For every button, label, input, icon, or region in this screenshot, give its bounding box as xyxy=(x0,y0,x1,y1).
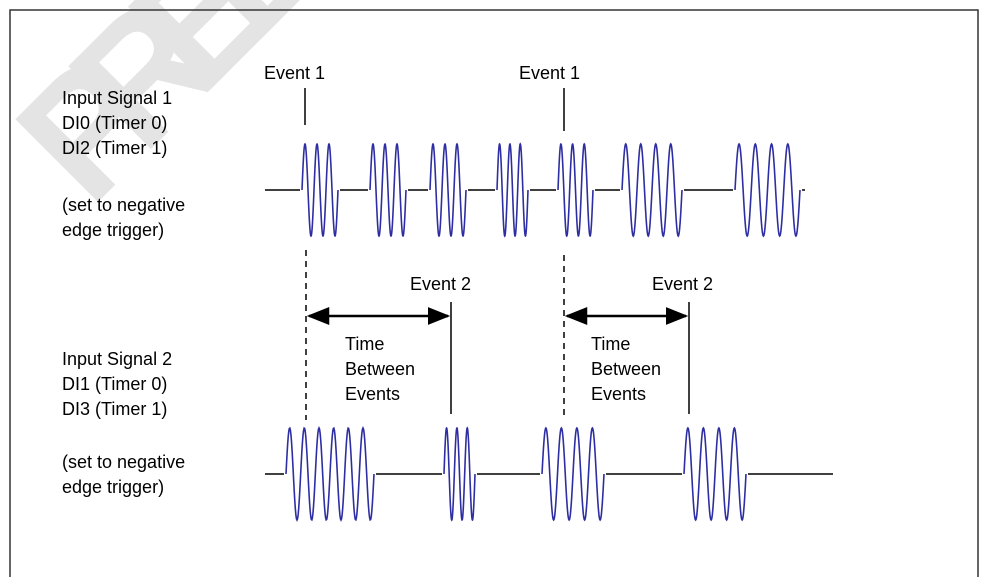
signal2-label-block: Input Signal 2 DI1 (Timer 0) DI3 (Timer … xyxy=(62,349,185,497)
signal1-burst-3 xyxy=(429,142,467,238)
signal2-trigger-note-line2: edge trigger) xyxy=(62,477,164,497)
signal2-timer1: DI3 (Timer 1) xyxy=(62,399,167,419)
signal1-trigger-note-line1: (set to negative xyxy=(62,195,185,215)
event2-label-first: Event 2 xyxy=(410,274,471,294)
interval-label-first-line3: Events xyxy=(345,384,400,404)
signal2-timer0: DI1 (Timer 0) xyxy=(62,374,167,394)
signal1-trigger-note-line2: edge trigger) xyxy=(62,220,164,240)
signal2-trigger-note-line1: (set to negative xyxy=(62,452,185,472)
signal2-burst-1 xyxy=(285,425,375,523)
signal1-burst-7 xyxy=(734,142,801,238)
interval-label-second-line3: Events xyxy=(591,384,646,404)
interval-label-first-line2: Between xyxy=(345,359,415,379)
diagram-frame xyxy=(9,9,979,577)
signal1-burst-5 xyxy=(557,142,594,238)
signal2-waveform xyxy=(265,425,833,523)
signal1-timer1: DI2 (Timer 1) xyxy=(62,138,167,158)
signal1-burst-1 xyxy=(301,142,339,238)
signal1-burst-6 xyxy=(621,142,683,238)
signal1-title: Input Signal 1 xyxy=(62,88,172,108)
signal2-burst-4 xyxy=(683,426,747,522)
signal2-title: Input Signal 2 xyxy=(62,349,172,369)
event1-label-second: Event 1 xyxy=(519,63,580,83)
event1-label-first: Event 1 xyxy=(264,63,325,83)
event2-label-second: Event 2 xyxy=(652,274,713,294)
signal2-burst-3 xyxy=(541,426,605,522)
interval-label-second-line1: Time xyxy=(591,334,630,354)
signal1-timer0: DI0 (Timer 0) xyxy=(62,113,167,133)
signal1-label-block: Input Signal 1 DI0 (Timer 0) DI2 (Timer … xyxy=(62,88,185,240)
signal2-burst-2 xyxy=(443,426,476,522)
interval-label-first-line1: Time xyxy=(345,334,384,354)
signal1-burst-4 xyxy=(496,142,529,238)
signal1-waveform xyxy=(265,142,805,238)
interval-label-second-line2: Between xyxy=(591,359,661,379)
signal1-burst-2 xyxy=(369,142,407,238)
